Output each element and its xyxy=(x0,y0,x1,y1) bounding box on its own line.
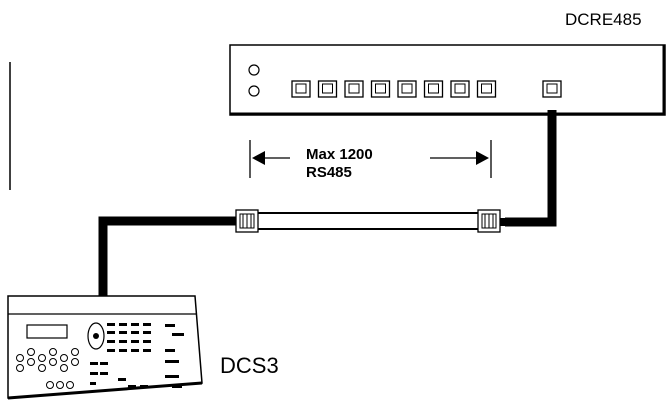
dash-key-icon xyxy=(131,340,139,343)
dash-key-icon xyxy=(119,349,127,352)
display-screen xyxy=(26,324,68,339)
round-key-icon xyxy=(71,358,79,366)
round-key-icon xyxy=(16,354,24,362)
right-connector-icon xyxy=(477,209,506,233)
round-key-icon xyxy=(27,348,35,356)
distance-arrow xyxy=(249,140,492,178)
port-icon xyxy=(397,80,417,98)
controller-cable xyxy=(98,216,236,300)
dash-key-icon xyxy=(90,372,98,375)
dash-key-icon xyxy=(107,331,115,334)
receiver-cable xyxy=(505,110,557,227)
led-icon xyxy=(248,85,260,97)
dash-key-icon xyxy=(172,385,182,388)
left-connector-icon xyxy=(235,209,259,233)
dash-key-group xyxy=(90,323,184,388)
round-key-icon xyxy=(60,354,68,362)
dash-key-icon xyxy=(140,385,148,388)
round-key-icon xyxy=(49,348,57,356)
dcre485-label: DCRE485 xyxy=(565,10,642,29)
port-group xyxy=(291,80,497,98)
dcre485-body xyxy=(229,44,666,116)
dash-key-icon xyxy=(119,323,127,326)
dash-key-icon xyxy=(131,331,139,334)
dash-key-icon xyxy=(131,349,139,352)
dash-key-icon xyxy=(107,323,115,326)
dash-key-icon xyxy=(90,382,96,385)
dash-key-icon xyxy=(119,331,127,334)
dash-key-icon xyxy=(90,362,98,365)
round-key-icon xyxy=(56,381,64,389)
led-icon xyxy=(248,64,260,76)
port-icon xyxy=(476,80,497,98)
port-icon xyxy=(423,80,444,98)
port-icon xyxy=(317,80,338,98)
port-icon xyxy=(450,80,470,98)
dash-key-icon xyxy=(107,349,115,352)
round-key-icon xyxy=(71,348,79,356)
round-key-icon xyxy=(27,358,35,366)
dcs3-device xyxy=(7,295,203,400)
dash-key-icon xyxy=(143,331,151,334)
port-icon xyxy=(370,80,391,98)
dash-key-icon xyxy=(165,360,179,363)
round-key-icon xyxy=(66,381,74,389)
round-key-icon xyxy=(16,364,24,372)
dcre485-device xyxy=(229,44,666,116)
dash-key-icon xyxy=(165,324,175,327)
dash-key-icon xyxy=(118,378,126,381)
rs485-cable xyxy=(258,212,478,230)
round-key-icon xyxy=(46,381,54,389)
port-icon xyxy=(344,80,364,98)
dash-key-icon xyxy=(107,340,115,343)
dcs3-label: DCS3 xyxy=(220,353,279,378)
dash-key-icon xyxy=(165,349,175,352)
dash-key-icon xyxy=(100,362,108,365)
dash-key-icon xyxy=(172,333,184,336)
dash-key-icon xyxy=(165,375,179,378)
protocol-label: RS485 xyxy=(306,164,352,181)
dash-key-icon xyxy=(100,372,108,375)
round-key-icon xyxy=(38,364,46,372)
dash-key-icon xyxy=(143,349,151,352)
dash-key-icon xyxy=(143,340,151,343)
round-key-group xyxy=(16,348,79,389)
distance-label: Max 1200 xyxy=(306,146,373,163)
round-key-icon xyxy=(38,354,46,362)
dash-key-icon xyxy=(119,340,127,343)
output-port-icon xyxy=(542,80,562,98)
dash-key-icon xyxy=(143,323,151,326)
round-key-icon xyxy=(60,364,68,372)
dash-key-icon xyxy=(131,323,139,326)
round-key-icon xyxy=(49,358,57,366)
dash-key-icon xyxy=(128,385,136,388)
port-icon xyxy=(291,80,311,98)
